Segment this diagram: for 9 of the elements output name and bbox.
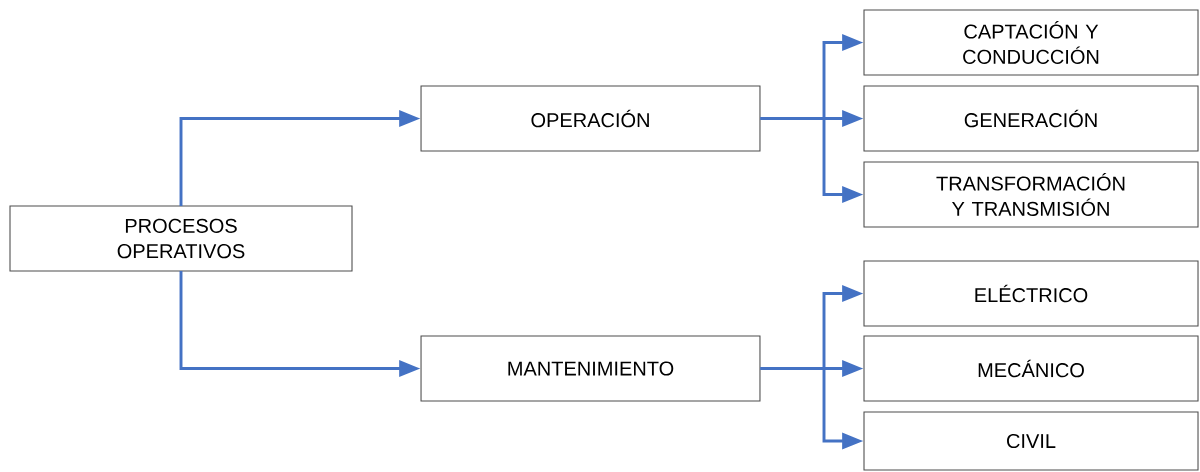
process-box: CAPTACIÓN Y CONDUCCIÓN xyxy=(863,9,1199,76)
process-box: ELÉCTRICO xyxy=(863,260,1199,327)
process-box: MANTENIMIENTO xyxy=(420,335,761,402)
process-box: GENERACIÓN xyxy=(863,85,1199,152)
process-box: OPERACIÓN xyxy=(420,85,761,152)
process-box: PROCESOS OPERATIVOS xyxy=(9,205,353,272)
process-box: TRANSFORMACIÓN Y TRANSMISIÓN xyxy=(863,161,1199,228)
process-box: MECÁNICO xyxy=(863,335,1199,402)
process-box: CIVIL xyxy=(863,411,1199,471)
